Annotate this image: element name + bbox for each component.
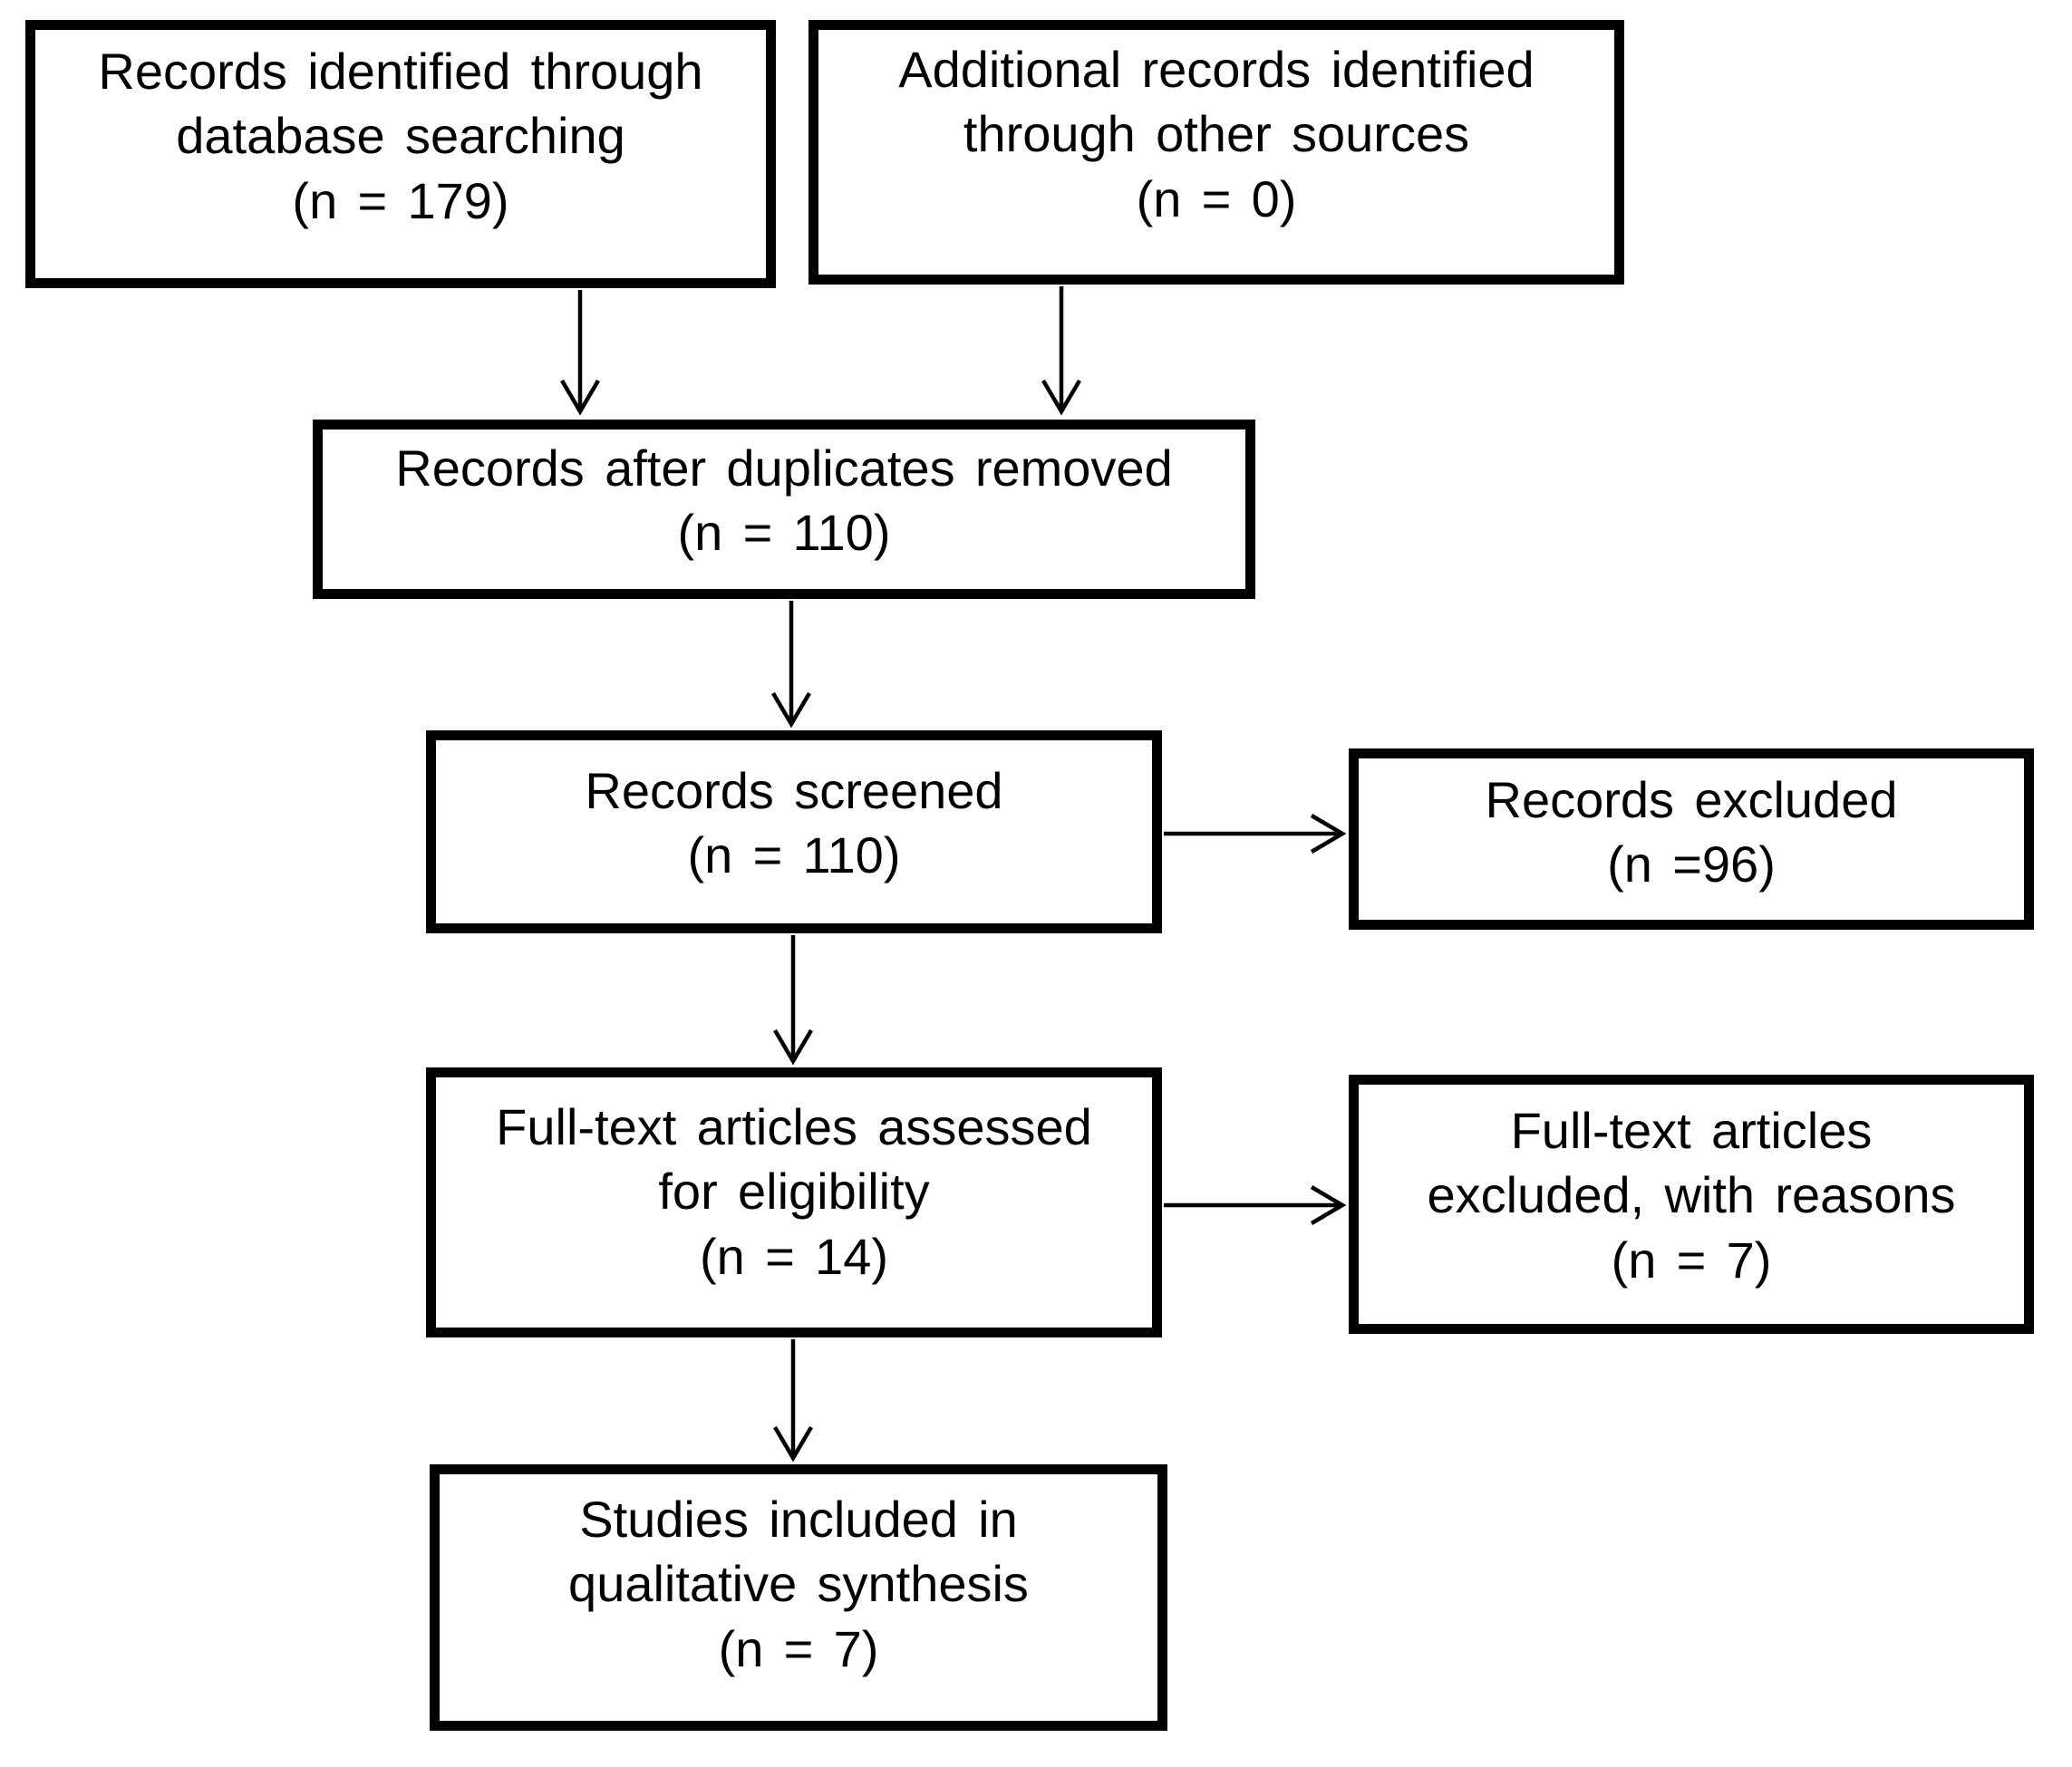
box-count-line: (n = 0) xyxy=(1136,169,1297,227)
box-additional-records: Additional records identified through ot… xyxy=(808,20,1624,285)
box-text-line: Additional records identified xyxy=(898,41,1535,99)
box-fulltext-assessed: Full-text articles assessed for eligibil… xyxy=(426,1067,1162,1337)
arrow-additional-to-duplicates xyxy=(1041,286,1081,416)
box-text-line: database searching xyxy=(176,107,625,165)
box-text-line: Studies included in xyxy=(579,1491,1018,1549)
box-count-line: (n = 14) xyxy=(700,1227,888,1285)
box-fulltext-excluded: Full-text articles excluded, with reason… xyxy=(1349,1075,2034,1334)
box-text-line: Records excluded xyxy=(1485,770,1898,828)
box-count-line: (n = 7) xyxy=(1611,1231,1772,1289)
box-text-line: Records after duplicates removed xyxy=(395,439,1173,497)
box-studies-included: Studies included in qualitative synthesi… xyxy=(430,1464,1167,1731)
box-text-line: through other sources xyxy=(963,105,1470,163)
arrow-fulltext-to-fulltext-excluded xyxy=(1164,1185,1347,1225)
box-records-after-duplicates: Records after duplicates removed (n = 11… xyxy=(313,420,1255,599)
box-count-line: (n = 179) xyxy=(292,171,509,229)
box-text-line: Records screened xyxy=(585,761,1003,819)
box-records-identified: Records identified through database sear… xyxy=(25,20,776,288)
box-text-line: Full-text articles xyxy=(1510,1102,1873,1160)
box-count-line: (n =96) xyxy=(1607,835,1776,893)
box-text-line: excluded, with reasons xyxy=(1427,1166,1956,1224)
arrow-identified-to-duplicates xyxy=(560,290,600,416)
box-text-line: Full-text articles assessed xyxy=(496,1098,1092,1156)
arrow-fulltext-to-included xyxy=(773,1339,813,1463)
box-count-line: (n = 110) xyxy=(687,826,901,884)
box-text-line: qualitative synthesis xyxy=(568,1555,1029,1613)
arrow-duplicates-to-screened xyxy=(771,601,811,729)
box-records-screened: Records screened (n = 110) xyxy=(426,730,1162,933)
box-count-line: (n = 7) xyxy=(718,1619,879,1677)
arrow-screened-to-excluded xyxy=(1164,814,1347,854)
box-count-line: (n = 110) xyxy=(677,504,891,561)
arrow-screened-to-fulltext xyxy=(773,935,813,1066)
box-text-line: for eligibility xyxy=(658,1163,930,1221)
box-records-excluded: Records excluded (n =96) xyxy=(1349,748,2034,930)
box-text-line: Records identified through xyxy=(98,43,703,101)
